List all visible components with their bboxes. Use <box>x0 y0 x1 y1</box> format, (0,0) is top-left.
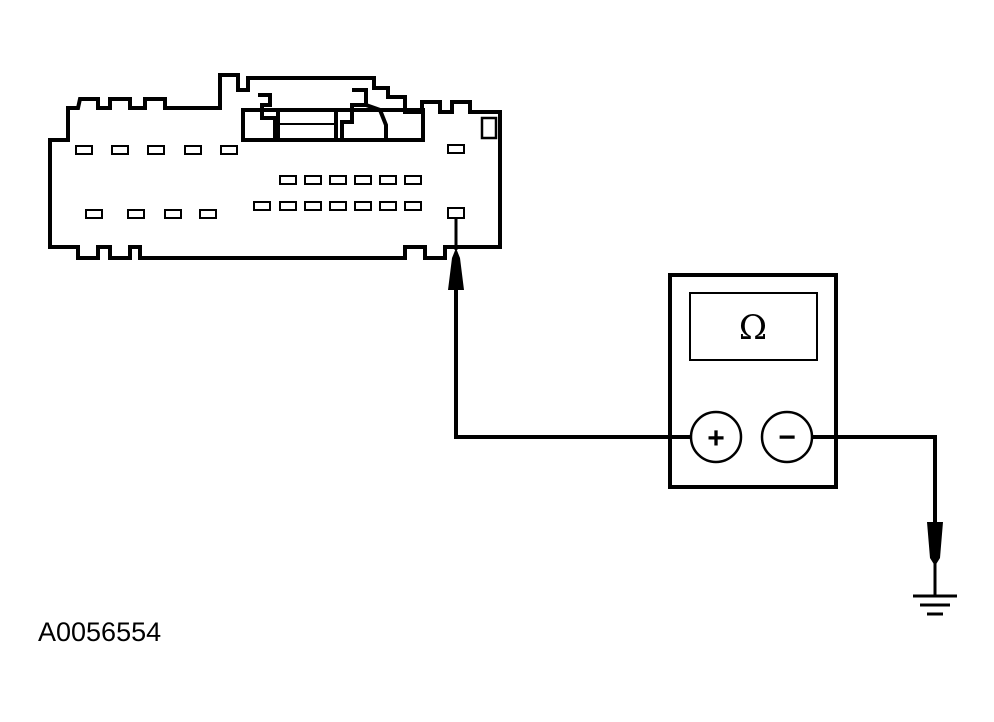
negative-lead-wire <box>812 435 937 522</box>
pin-row-2 <box>279 175 422 185</box>
pin <box>329 175 347 185</box>
latch-left-clip <box>258 93 277 140</box>
pin <box>164 209 182 219</box>
pin <box>379 201 397 211</box>
figure-id-label: A0056554 <box>38 617 162 647</box>
connector <box>48 73 502 260</box>
multimeter-display <box>689 292 818 361</box>
ohm-symbol: Ω <box>739 308 767 348</box>
test-pin <box>447 207 465 219</box>
pin <box>354 201 372 211</box>
pin <box>199 209 217 219</box>
negative-terminal-symbol: − <box>778 421 796 454</box>
pin <box>85 209 103 219</box>
negative-probe-head <box>927 522 943 566</box>
probe-head <box>448 248 464 290</box>
pin <box>304 201 322 211</box>
pin <box>147 145 165 155</box>
pin <box>279 175 297 185</box>
positive-terminal-symbol: + <box>707 422 725 455</box>
pin <box>354 175 372 185</box>
ground-icon <box>913 594 957 616</box>
pin <box>111 145 129 155</box>
pin <box>127 209 145 219</box>
positive-lead-wire <box>454 290 690 439</box>
pin <box>253 201 271 211</box>
negative-lead <box>812 435 943 595</box>
multimeter-body <box>668 273 838 489</box>
pin-row-3 <box>85 201 465 219</box>
pin <box>329 201 347 211</box>
pin <box>404 175 422 185</box>
pin <box>220 145 238 155</box>
pin <box>184 145 202 155</box>
connector-outline <box>48 73 502 260</box>
pin <box>304 175 322 185</box>
pin <box>75 145 93 155</box>
positive-probe <box>448 218 690 439</box>
latch-right-clip <box>340 88 368 140</box>
multimeter: Ω + − <box>668 273 838 489</box>
pin <box>447 144 465 154</box>
pin <box>279 201 297 211</box>
pin-row-1 <box>75 144 465 155</box>
connector-key <box>480 116 498 140</box>
pin <box>404 201 422 211</box>
latch-right-hook <box>365 103 388 140</box>
positive-terminal <box>689 410 743 464</box>
pin <box>379 175 397 185</box>
